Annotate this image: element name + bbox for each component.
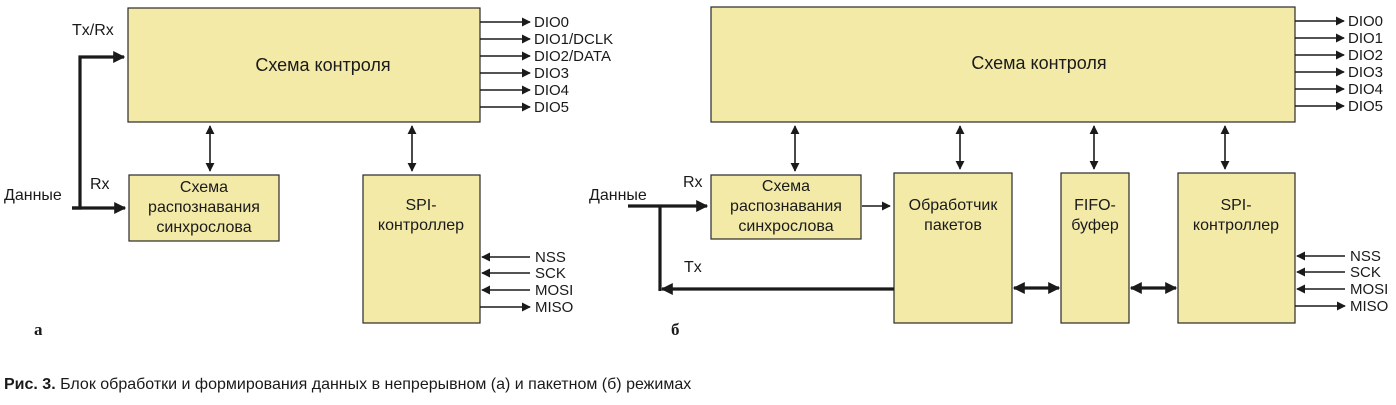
b-sck: SCK — [1350, 264, 1381, 281]
a-dio5: DIO5 — [534, 99, 569, 116]
figure-b: Схема контроля Схема распознавания синхр… — [589, 6, 1388, 339]
a-spi-line1: SPI- — [405, 197, 436, 214]
caption-prefix: Рис. 3. — [4, 376, 56, 393]
b-dio-outputs: DIO0 DIO1 DIO2 DIO3 DIO4 DIO5 — [1295, 13, 1383, 115]
a-dio0: DIO0 — [534, 14, 569, 31]
b-fifo-line1: FIFO- — [1074, 197, 1116, 214]
b-panel-letter: б — [671, 320, 680, 339]
b-sync-line1: Схема — [762, 178, 810, 195]
b-packet-line1: Обработчик — [909, 197, 999, 214]
b-control-block-label: Схема контроля — [971, 53, 1106, 73]
b-miso: MISO — [1350, 298, 1388, 315]
a-spi-pins: NSS SCK MOSI MISO — [480, 249, 573, 316]
a-sync-block: Схема распознавания синхрослова — [128, 174, 280, 242]
a-dio-outputs: DIO0 DIO1/DCLK DIO2/DATA DIO3 DIO4 DIO5 — [480, 14, 613, 116]
figure-caption: Рис. 3. Блок обработки и формирования да… — [4, 376, 691, 394]
b-packet-block: Обработчик пакетов — [893, 172, 1013, 324]
b-spi-pins: NSS SCK MOSI MISO — [1295, 248, 1388, 315]
a-sync-line3: синхрослова — [156, 219, 251, 236]
b-rx-label: Rx — [683, 174, 703, 191]
a-nss: NSS — [535, 249, 566, 266]
a-sync-line1: Схема — [180, 179, 228, 196]
b-spi-line1: SPI- — [1220, 197, 1251, 214]
b-spi-block: SPI- контроллер — [1177, 172, 1296, 324]
a-dio2: DIO2/DATA — [534, 48, 611, 65]
b-control-block: Схема контроля — [710, 6, 1296, 123]
a-panel-letter: а — [34, 320, 43, 339]
b-sync-block: Схема распознавания синхрослова — [710, 174, 862, 240]
a-control-block: Схема контроля — [127, 7, 481, 123]
a-spi-block: SPI- контроллер — [362, 174, 481, 324]
b-dio2: DIO2 — [1348, 47, 1383, 64]
a-input-label: Данные — [4, 187, 62, 204]
a-dio4: DIO4 — [534, 82, 569, 99]
a-spi-line2: контроллер — [378, 217, 464, 234]
figure-a: Схема контроля Схема распознавания синхр… — [4, 7, 613, 339]
caption-text: Блок обработки и формирования данных в н… — [55, 376, 692, 393]
b-dio1: DIO1 — [1348, 30, 1383, 47]
a-txrx-label: Tx/Rx — [72, 22, 114, 39]
b-tx-label: Tx — [684, 259, 702, 276]
a-rx-label: Rx — [90, 176, 110, 193]
a-sck: SCK — [535, 265, 566, 282]
b-spi-line2: контроллер — [1193, 217, 1279, 234]
b-dio5: DIO5 — [1348, 98, 1383, 115]
a-dio1: DIO1/DCLK — [534, 31, 613, 48]
a-control-block-label: Схема контроля — [255, 55, 390, 75]
b-mosi: MOSI — [1350, 281, 1388, 298]
b-input-label: Данные — [589, 187, 647, 204]
a-dio3: DIO3 — [534, 65, 569, 82]
a-sync-line2: распознавания — [148, 199, 260, 216]
a-mosi: MOSI — [535, 282, 573, 299]
b-nss: NSS — [1350, 248, 1381, 265]
b-dio0: DIO0 — [1348, 13, 1383, 30]
b-sync-line3: синхрослова — [738, 218, 833, 235]
b-fifo-line2: буфер — [1071, 217, 1119, 234]
b-dio3: DIO3 — [1348, 64, 1383, 81]
a-miso: MISO — [535, 299, 573, 316]
block-diagram: Схема контроля Схема распознавания синхр… — [4, 6, 1388, 339]
b-packet-line2: пакетов — [924, 217, 982, 234]
b-sync-line2: распознавания — [730, 198, 842, 215]
b-fifo-block: FIFO- буфер — [1060, 172, 1130, 324]
b-dio4: DIO4 — [1348, 81, 1383, 98]
